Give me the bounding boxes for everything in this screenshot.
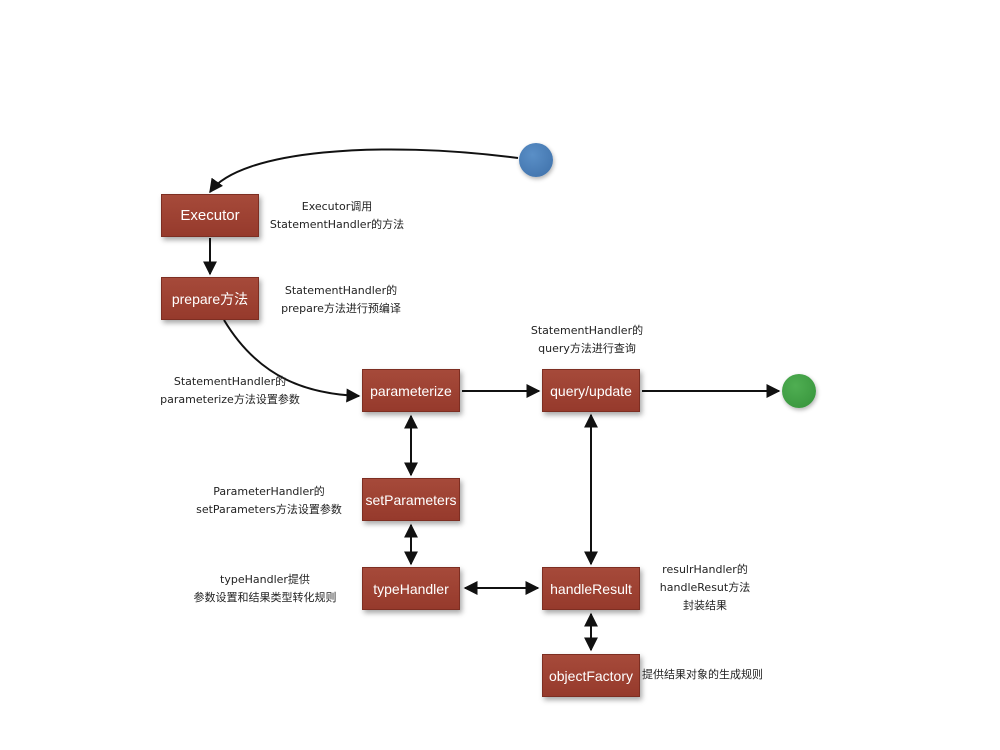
start-node <box>519 143 553 177</box>
annotation-line: StatementHandler的 <box>173 375 287 388</box>
annotation-line: StatementHandler的 <box>530 324 644 337</box>
annotation-line: query方法进行查询 <box>538 342 636 355</box>
annotation-line: 封装结果 <box>683 599 727 612</box>
annotation-line: setParameters方法设置参数 <box>196 503 342 516</box>
edge-start-to-executor <box>209 148 519 194</box>
node-executor: Executor <box>161 194 259 237</box>
annotation-line: StatementHandler的 <box>284 284 398 297</box>
node-prepare: prepare方法 <box>161 277 259 320</box>
annotation-line: 提供结果对象的生成规则 <box>642 668 763 681</box>
annotation-line: ParameterHandler的 <box>213 485 325 498</box>
node-set-parameters: setParameters <box>362 478 460 521</box>
annotation-object-factory: 提供结果对象的生成规则 <box>642 666 792 684</box>
annotation-line: Executor调用 <box>301 200 373 213</box>
annotation-line: resulrHandler的 <box>662 563 748 576</box>
node-parameterize: parameterize <box>362 369 460 412</box>
annotation-executor: Executor调用 StatementHandler的方法 <box>262 198 412 234</box>
node-type-handler: typeHandler <box>362 567 460 610</box>
edge-prepare-to-parameterize <box>223 319 361 403</box>
node-object-factory: objectFactory <box>542 654 640 697</box>
annotation-set-parameters: ParameterHandler的 setParameters方法设置参数 <box>184 483 354 519</box>
annotation-line: handleResut方法 <box>659 581 751 594</box>
annotation-parameterize: StatementHandler的 parameterize方法设置参数 <box>150 373 310 409</box>
annotation-line: StatementHandler的方法 <box>269 218 405 231</box>
annotation-type-handler: typeHandler提供 参数设置和结果类型转化规则 <box>180 571 350 607</box>
annotation-prepare: StatementHandler的 prepare方法进行预编译 <box>266 282 416 318</box>
end-node <box>782 374 816 408</box>
node-handle-result: handleResult <box>542 567 640 610</box>
node-query-update: query/update <box>542 369 640 412</box>
annotation-line: prepare方法进行预编译 <box>281 302 401 315</box>
annotation-line: 参数设置和结果类型转化规则 <box>193 591 337 604</box>
annotation-line: parameterize方法设置参数 <box>160 393 300 406</box>
annotation-handle-result: resulrHandler的 handleResut方法 封装结果 <box>630 561 780 615</box>
annotation-query: StatementHandler的 query方法进行查询 <box>512 322 662 358</box>
annotation-line: typeHandler提供 <box>220 573 310 586</box>
